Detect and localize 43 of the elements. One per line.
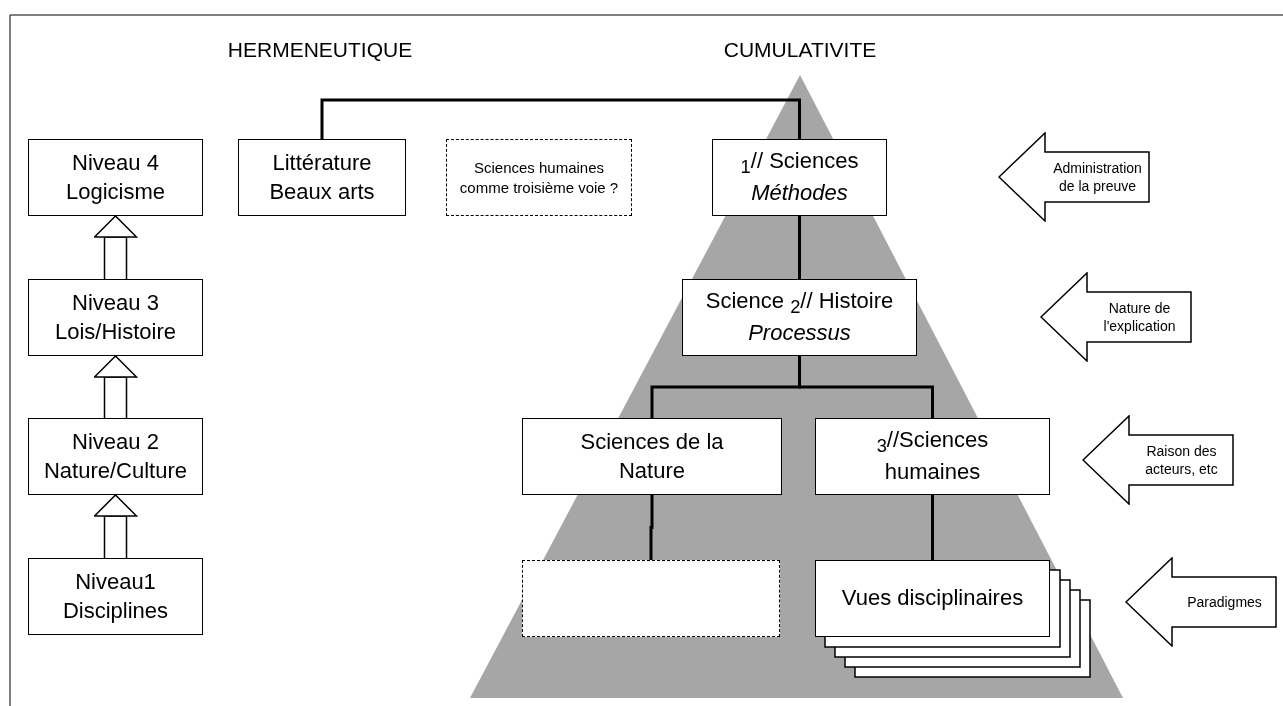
box-subtitle: Méthodes (751, 179, 848, 208)
box-text: $_{1}$// Sciences (740, 147, 859, 180)
connector-line (649, 495, 654, 560)
column-heading: HERMENEUTIQUE (227, 38, 413, 62)
box-text: $_{3}$//Sciences humaines (875, 426, 990, 487)
callout-text: Raison des acteurs, etc (1144, 441, 1219, 479)
connector-line (931, 495, 934, 560)
box-text: Niveau 2 Nature/Culture (42, 427, 189, 485)
block-arrow (93, 355, 138, 419)
box-text: Vues disciplinaires (841, 584, 1024, 613)
box-text: Niveau 4 Logicisme (64, 148, 166, 206)
box-text: Niveau 3 Lois/Histoire (53, 288, 177, 346)
connector-line (798, 356, 934, 418)
arrow-callout (1125, 557, 1277, 647)
box-text: Sciences humaines comme troisième voie ? (458, 158, 620, 197)
box-subtitle: Processus (748, 319, 851, 348)
arrow-callout (1082, 415, 1234, 505)
level-box (28, 139, 203, 216)
connector-line (320, 98, 801, 139)
connector-line (798, 216, 801, 279)
callout-text: Nature de l'explication (1102, 298, 1177, 336)
level-box (28, 279, 203, 356)
category-box (815, 560, 1050, 637)
callout-text: Administration de la preuve (1052, 158, 1143, 196)
block-arrow (93, 215, 138, 280)
box-text: Science $_{2}$// Histoire (705, 287, 894, 320)
category-box (815, 418, 1050, 495)
block-arrow (93, 494, 138, 559)
level-box (28, 418, 203, 495)
arrow-callout (1040, 272, 1192, 362)
column-heading: CUMULATIVITE (723, 38, 877, 62)
box-text: Niveau1 Disciplines (61, 567, 170, 625)
category-box (712, 139, 887, 216)
callout-text: Paradigmes (1187, 592, 1262, 612)
box-text: Sciences de la Nature (579, 427, 725, 485)
category-box (522, 418, 782, 495)
category-box (682, 279, 917, 356)
empty-box (522, 560, 780, 637)
arrow-callout (998, 132, 1150, 222)
level-box (28, 558, 203, 635)
question-box (446, 139, 632, 216)
category-box (238, 139, 406, 216)
box-text: Littérature Beaux arts (268, 148, 376, 206)
